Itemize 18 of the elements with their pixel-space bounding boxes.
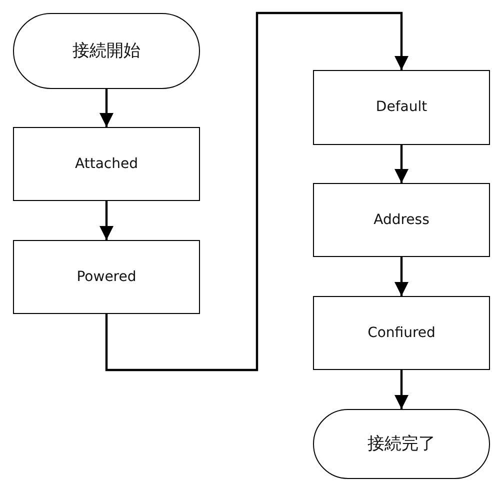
node-label: Powered	[76, 268, 136, 286]
process-box	[313, 296, 490, 370]
arrow	[394, 145, 408, 183]
process-box	[13, 240, 200, 314]
node-label: Confiured	[368, 324, 436, 342]
arrow	[394, 257, 408, 296]
node-label: Default	[376, 99, 428, 116]
arrow	[100, 201, 114, 240]
node-label: 接続開始	[72, 40, 140, 62]
arrow	[105, 12, 408, 372]
process-box	[313, 70, 490, 145]
process-box	[313, 183, 490, 257]
node-label: Attached	[75, 156, 138, 172]
arrow	[100, 89, 114, 127]
arrow	[394, 370, 408, 409]
node-label: 接続完了	[368, 434, 436, 454]
process-box	[13, 127, 200, 201]
node-label: Address	[374, 212, 430, 228]
